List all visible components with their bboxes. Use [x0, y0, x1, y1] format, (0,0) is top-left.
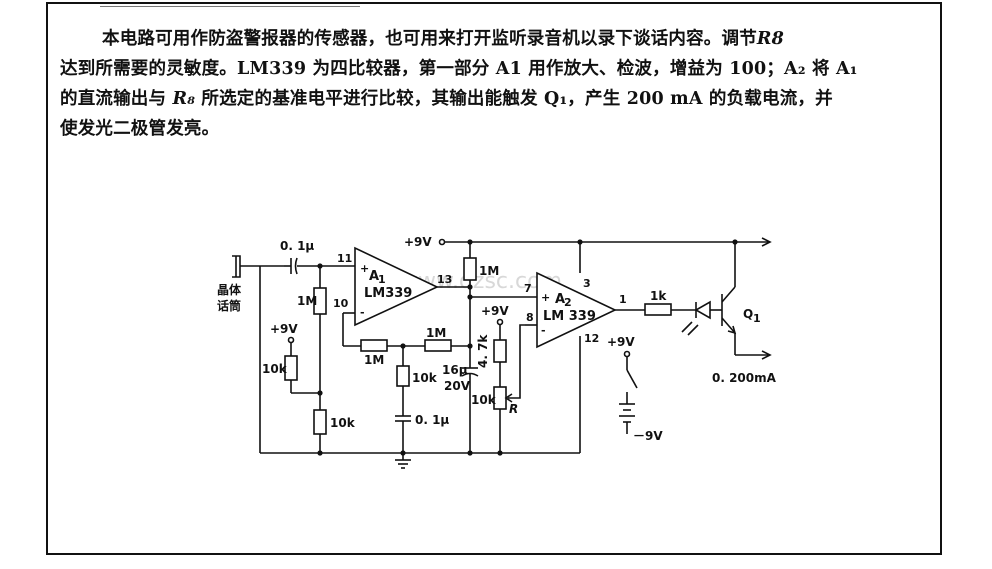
r-1m-top-value: 1M	[479, 264, 499, 278]
pin-1: 1	[619, 293, 627, 306]
supply-mid: +9V	[481, 304, 509, 318]
transistor-q1	[721, 242, 772, 360]
c-16u-value: 16μ	[442, 363, 468, 377]
resistor-1m-top	[463, 257, 477, 281]
description-line-2: 达到所需要的灵敏度。LM339 为四比较器，第一部分 A1 用作放大、检波，增益…	[60, 59, 858, 79]
resistor-10k-left	[284, 355, 298, 381]
pin-3: 3	[583, 277, 591, 290]
a1-name: A	[369, 269, 379, 284]
pin-13: 13	[437, 273, 452, 286]
potentiometer-r8	[493, 386, 507, 410]
description-line-1: 本电路可用作防盗警报器的传感器，也可用来打开监听录音机以录下谈话内容。调节R8	[60, 24, 928, 54]
mic-label: 晶体	[217, 282, 242, 297]
a2-plus: +	[541, 291, 550, 304]
c-20v-value: 20V	[444, 379, 471, 393]
mic-label: 话筒	[217, 298, 241, 313]
a2-ic: LM 339	[543, 309, 596, 324]
input-cap-value: 0. 1μ	[280, 239, 314, 253]
supply-left: +9V	[270, 322, 298, 336]
r8-ref: R8	[756, 29, 785, 49]
top-cut-rule	[100, 0, 360, 7]
pin-12: 12	[584, 332, 599, 345]
a1-sub: 1	[378, 273, 386, 286]
r-47k-value: 4. 7k	[476, 334, 490, 368]
load-current: 0. 200mA	[712, 371, 777, 385]
supply-top: +9V	[404, 235, 432, 249]
description-text: 所选定的基准电平进行比较，其输出能触发 Q₁，产生 200 mA 的负载电流，并	[201, 89, 833, 109]
description-text: 本电路可用作防盗警报器的传感器，也可用来打开监听录音机以录下谈话内容。调节	[102, 29, 757, 49]
pin-7: 7	[524, 282, 532, 295]
battery	[619, 403, 635, 423]
supply-right: +9V	[607, 335, 635, 349]
r-1k-value: 1k	[650, 289, 667, 303]
circuit-description: 本电路可用作防盗警报器的传感器，也可用来打开监听录音机以录下谈话内容。调节R8 …	[60, 24, 928, 144]
pot-label: R	[509, 402, 518, 416]
op-amp-a1	[354, 246, 439, 327]
q1-label: Q	[743, 307, 753, 321]
led	[681, 300, 722, 336]
a2-sub: 2	[564, 296, 572, 309]
a2-minus: -	[541, 324, 546, 337]
pin-10: 10	[333, 297, 349, 310]
description-line-3: 的直流输出与 R₈ 所选定的基准电平进行比较，其输出能触发 Q₁，产生 200 …	[60, 84, 928, 114]
a2-name: A	[555, 292, 565, 307]
a1-plus: +	[360, 262, 369, 275]
resistor-1m-fb2	[424, 339, 452, 352]
pin-8: 8	[526, 311, 534, 324]
r-10k-left-value: 10k	[262, 362, 288, 376]
resistor-10k-bottom	[313, 409, 327, 435]
resistor-1k	[644, 303, 672, 316]
pin-11: 11	[337, 252, 352, 265]
battery-neg: －9V	[633, 429, 663, 443]
q1-sub: 1	[753, 312, 761, 325]
r-1m-fb1-value: 1M	[364, 353, 384, 367]
crystal-microphone	[232, 255, 284, 278]
r-10k-bottom-value: 10k	[330, 416, 356, 430]
description-line-4: 使发光二极管发亮。	[60, 119, 220, 139]
op-amp-a2	[536, 271, 617, 349]
resistor-4-7k	[493, 339, 507, 363]
input-capacitor	[284, 257, 322, 275]
r-10k-mid-value: 10k	[412, 371, 438, 385]
r-10k-pot-value: 10k	[471, 393, 497, 407]
resistor-1m-fb1	[360, 339, 388, 352]
resistor-10k-mid	[396, 365, 410, 387]
r-1m-fb2-value: 1M	[426, 326, 446, 340]
r8-ref: R₈	[172, 89, 196, 109]
diagram-frame	[46, 2, 942, 555]
description-text: 的直流输出与	[60, 89, 167, 109]
r-1m-vert-value: 1M	[297, 294, 317, 308]
a1-minus: -	[360, 306, 365, 319]
c-mid-value: 0. 1μ	[415, 413, 449, 427]
ground-symbol	[395, 453, 411, 469]
a1-ic: LM339	[364, 286, 412, 301]
